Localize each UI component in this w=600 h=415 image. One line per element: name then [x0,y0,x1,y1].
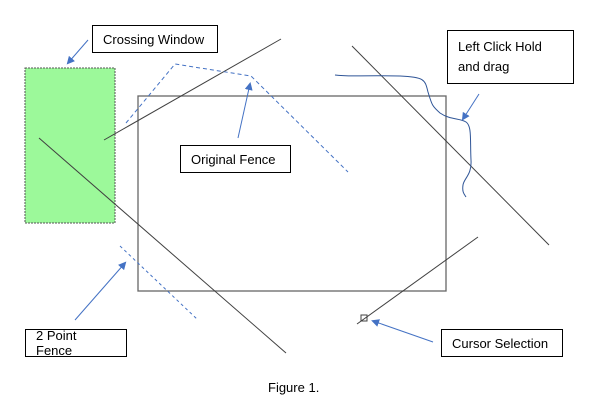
object-rectangle [137,95,447,292]
arrow-original-fence [237,82,253,139]
line-right-diagonal [351,45,550,246]
crossing-window [24,67,116,224]
line-cursor [356,236,479,325]
original-fence [125,63,349,173]
label-crossing-window: Crossing Window [92,25,218,53]
arrow-two-point-fence [74,261,127,321]
figure-caption: Figure 1. [268,380,320,395]
two-point-fence [119,245,199,321]
line-upper-left [103,38,282,141]
label-cursor-selection: Cursor Selection [441,329,563,357]
label-original-fence: Original Fence [180,145,291,173]
label-two-point-fence: 2 Point Fence [25,328,127,358]
arrow-left-click-drag [461,93,480,121]
line-diagonal-long [38,137,287,354]
freehand-drag-path [334,74,472,198]
arrow-crossing-window [66,39,89,65]
arrow-cursor-selection [371,319,434,343]
cursor-pickbox-icon [360,314,368,322]
label-left-click-drag: Left Click Hold and drag [447,30,574,84]
